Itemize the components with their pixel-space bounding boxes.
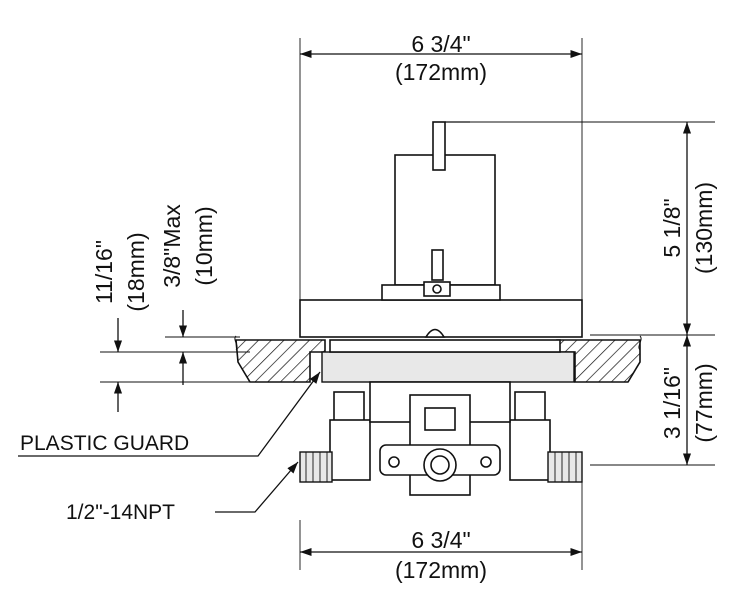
lower-height-metric: (77mm) bbox=[691, 363, 717, 442]
wall-thickness-metric: (18mm) bbox=[123, 232, 149, 311]
valve-body bbox=[299, 381, 583, 496]
top-width-metric: (172mm) bbox=[395, 59, 487, 85]
cartridge-housing bbox=[394, 154, 496, 286]
valve-cover-assembly bbox=[299, 121, 583, 338]
npt-leader bbox=[215, 461, 299, 513]
bracket-hole-left bbox=[388, 456, 400, 468]
plastic-guard bbox=[321, 339, 575, 383]
left-stop-nut bbox=[333, 391, 365, 423]
left-port-body bbox=[329, 419, 371, 481]
upper-height-imperial: 5 1/8" bbox=[659, 198, 685, 257]
bracket-hole-right bbox=[480, 456, 492, 468]
plastic-guard-label: PLASTIC GUARD bbox=[20, 432, 189, 455]
dimension-lines bbox=[113, 49, 692, 557]
stem-top bbox=[432, 121, 446, 171]
upper-height-metric: (130mm) bbox=[691, 182, 717, 274]
guard-max-metric: (10mm) bbox=[191, 206, 217, 285]
bottom-width-metric: (172mm) bbox=[395, 557, 487, 583]
bottom-width-imperial: 6 3/4" bbox=[411, 527, 470, 553]
right-stop-nut bbox=[514, 391, 546, 423]
wall-left-hatch bbox=[235, 339, 326, 383]
right-port-body bbox=[509, 419, 551, 481]
top-width-imperial: 6 3/4" bbox=[411, 31, 470, 57]
wall-thickness-imperial: 11/16" bbox=[91, 240, 117, 304]
plate-notch bbox=[424, 328, 446, 338]
body-boss bbox=[424, 407, 456, 431]
right-npt-thread bbox=[547, 451, 583, 483]
dimension-labels: 6 3/4" (172mm) 6 3/4" (172mm) 5 1/8" (13… bbox=[91, 31, 717, 583]
lower-height-imperial: 3 1/16" bbox=[659, 367, 685, 439]
plastic-guard-plate bbox=[321, 351, 575, 383]
plastic-guard-leader bbox=[18, 371, 321, 457]
extension-lines bbox=[100, 38, 715, 570]
callout-leaders bbox=[18, 371, 321, 513]
guard-top-lip bbox=[329, 339, 561, 353]
wall-section bbox=[234, 335, 642, 383]
callout-labels: PLASTIC GUARD 1/2"-14NPT bbox=[20, 432, 189, 524]
npt-label: 1/2"-14NPT bbox=[66, 501, 175, 524]
mounting-plate bbox=[299, 299, 583, 338]
guard-max-imperial: 3/8"Max bbox=[159, 204, 185, 288]
stem-inner bbox=[431, 249, 444, 281]
